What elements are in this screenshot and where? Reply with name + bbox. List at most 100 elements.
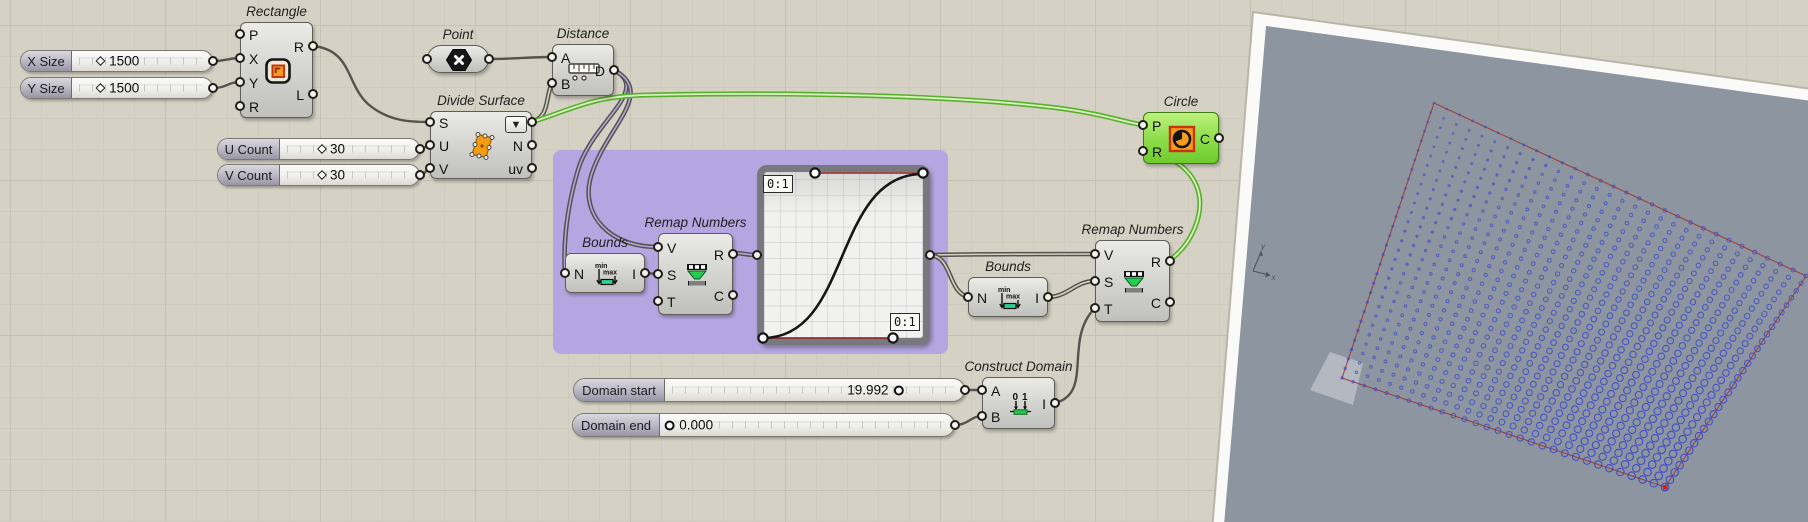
port-remap-1-in-T[interactable]	[653, 296, 663, 307]
graph-handle[interactable]	[887, 332, 899, 344]
port-construct-domain-out-I[interactable]	[1050, 398, 1060, 408]
graph-handle[interactable]	[757, 332, 769, 344]
port-remap-2-in-V[interactable]	[1090, 248, 1100, 259]
port-slider-u-count-out[interactable]	[415, 144, 425, 154]
port-slider-x-size-out[interactable]	[208, 56, 218, 66]
graph-handle[interactable]	[809, 167, 821, 179]
port-point-in[interactable]	[422, 54, 432, 64]
port-circle-in-P[interactable]	[1138, 120, 1148, 130]
wire-rectangle-r-divide-s[interactable]	[311, 44, 432, 124]
port-distance-in-A[interactable]	[547, 52, 557, 62]
port-label-bounds-1-I: I	[632, 266, 636, 282]
port-circle-in-R[interactable]	[1138, 146, 1148, 156]
wire-construct-i-remap2-t[interactable]	[1053, 306, 1097, 405]
port-divide-surface-out-P[interactable]	[527, 117, 537, 128]
slider-value-text-y-size: 1500	[109, 80, 140, 96]
port-label-divide-surface-U: U	[439, 138, 450, 154]
port-circle-out-C[interactable]	[1214, 133, 1224, 143]
slider-y-size[interactable]: Y Size 1500	[20, 77, 213, 99]
port-bounds-2-out-I[interactable]	[1043, 292, 1053, 302]
port-rectangle-out-R[interactable]	[308, 41, 318, 51]
port-divide-surface-in-S[interactable]	[425, 117, 435, 128]
slider-value-u-count: 30	[316, 142, 345, 157]
slider-ticks-u-count	[287, 145, 409, 153]
slider-ticks-x-size	[79, 57, 202, 65]
port-label-distance-B: B	[561, 76, 571, 92]
port-divide-surface-out-uv[interactable]	[527, 162, 537, 173]
port-bounds-1-in-N[interactable]	[560, 268, 570, 278]
port-slider-y-size-out[interactable]	[208, 83, 218, 93]
slider-label-y-size: Y Size	[21, 78, 72, 98]
port-point-out[interactable]	[484, 54, 494, 64]
port-remap-1-out-R[interactable]	[728, 248, 738, 259]
svg-text:max: max	[1006, 294, 1020, 301]
port-distance-in-B[interactable]	[547, 78, 557, 88]
port-remap-1-in-S[interactable]	[653, 269, 663, 279]
port-divide-surface-in-V[interactable]	[425, 162, 435, 173]
wire-point-distance-a[interactable]	[487, 55, 554, 61]
port-divide-surface-in-U[interactable]	[425, 140, 435, 150]
component-title-bounds-1: Bounds	[582, 235, 628, 250]
circle-icon	[1167, 124, 1197, 154]
port-rectangle-in-X[interactable]	[235, 53, 245, 63]
component-point[interactable]	[427, 45, 489, 73]
port-bounds-2-in-N[interactable]	[963, 292, 973, 302]
port-label-remap-1-T: T	[667, 294, 676, 311]
port-label-distance-A: A	[561, 50, 571, 66]
port-divide-surface-out-N[interactable]	[527, 140, 537, 150]
slider-grip-domain-end[interactable]	[664, 420, 675, 430]
port-remap-2-out-C[interactable]	[1165, 296, 1175, 307]
port-construct-domain-in-A[interactable]	[977, 385, 987, 395]
port-slider-domain-end-out[interactable]	[950, 420, 960, 430]
port-graph-mapper-out[interactable]	[925, 250, 935, 260]
slider-grip-domain-start[interactable]	[893, 385, 904, 395]
port-rectangle-out-L[interactable]	[308, 89, 318, 99]
port-remap-1-in-V[interactable]	[653, 241, 663, 252]
viewport-background[interactable]	[1216, 26, 1808, 522]
port-remap-2-in-S[interactable]	[1090, 276, 1100, 286]
port-slider-v-count-out[interactable]	[415, 170, 425, 180]
port-bounds-1-out-I[interactable]	[640, 268, 650, 278]
port-label-circle-R: R	[1152, 144, 1163, 160]
graph-handle[interactable]	[917, 167, 929, 179]
port-label-construct-domain-A: A	[991, 383, 1001, 399]
port-label-bounds-2-N: N	[977, 290, 988, 306]
port-rectangle-in-P[interactable]	[235, 29, 245, 39]
port-label-circle-P: P	[1152, 118, 1162, 134]
slider-value-text-x-size: 1500	[109, 53, 140, 69]
port-distance-out-D[interactable]	[609, 65, 619, 75]
port-construct-domain-in-B[interactable]	[977, 411, 987, 421]
port-remap-2-out-R[interactable]	[1165, 255, 1175, 266]
graph-curve	[757, 167, 929, 344]
port-remap-1-out-C[interactable]	[728, 289, 738, 300]
port-slider-domain-start-out[interactable]	[960, 385, 970, 395]
slider-value-domain-start: 19.992	[847, 383, 904, 398]
port-label-divide-surface-V: V	[439, 160, 449, 177]
port-rectangle-in-R[interactable]	[235, 101, 245, 111]
port-rectangle-in-Y[interactable]	[235, 77, 245, 87]
slider-value-text-v-count: 30	[330, 167, 346, 183]
expand-arrow-button[interactable]: ▼	[505, 116, 527, 133]
graph-label-bottom: 0:1	[890, 313, 920, 331]
port-remap-2-in-T[interactable]	[1090, 303, 1100, 314]
component-title-bounds-2: Bounds	[985, 259, 1031, 274]
port-graph-mapper-in[interactable]	[752, 250, 762, 260]
port-label-divide-surface-N: N	[512, 138, 523, 154]
